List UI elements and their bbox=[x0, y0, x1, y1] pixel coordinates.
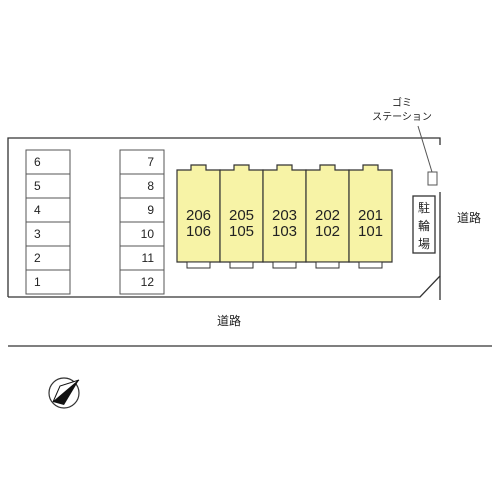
unit-balcony bbox=[229, 261, 254, 269]
left-slot-label: 5 bbox=[34, 179, 41, 193]
right-slot-label: 7 bbox=[147, 155, 154, 169]
bicycle-parking-char-2: 輪 bbox=[418, 218, 430, 233]
garbage-station-label-2: ステーション bbox=[372, 112, 432, 123]
unit-number-upper: 203 bbox=[272, 207, 297, 224]
unit-balcony bbox=[358, 261, 383, 269]
unit-number-upper: 206 bbox=[186, 207, 211, 224]
right-slot-label: 8 bbox=[147, 179, 154, 193]
left-slot-5 bbox=[25, 173, 71, 199]
left-slot-label: 3 bbox=[34, 227, 41, 241]
road-label-east: 道路 bbox=[457, 210, 481, 225]
garbage-station-box bbox=[427, 171, 438, 186]
unit-number-upper: 205 bbox=[229, 207, 254, 224]
unit-number-upper: 202 bbox=[315, 207, 340, 224]
unit-number-lower: 105 bbox=[229, 223, 254, 240]
right-slot-9 bbox=[119, 197, 165, 223]
road-label-south: 道路 bbox=[217, 313, 241, 328]
unit-number-lower: 102 bbox=[315, 223, 340, 240]
parking-column-left: 6 5 4 3 2 1 bbox=[25, 149, 71, 295]
garbage-station-label-1: ゴミ bbox=[392, 96, 412, 109]
bicycle-parking-char-3: 場 bbox=[418, 237, 430, 251]
unit-balcony bbox=[186, 261, 211, 269]
unit-number-lower: 106 bbox=[186, 223, 211, 240]
unit-number-upper: 201 bbox=[358, 207, 383, 224]
parking-column-right: 7 8 9 10 11 12 bbox=[119, 149, 165, 295]
left-slot-1 bbox=[25, 269, 71, 295]
right-slot-7 bbox=[119, 149, 165, 175]
right-slot-label: 11 bbox=[142, 251, 155, 265]
left-slot-label: 1 bbox=[34, 275, 41, 289]
north-arrow-icon bbox=[48, 377, 80, 409]
right-slot-10 bbox=[119, 221, 165, 247]
left-slot-label: 6 bbox=[34, 155, 41, 169]
right-slot-label: 12 bbox=[141, 275, 155, 289]
right-slot-12 bbox=[119, 269, 165, 295]
bicycle-parking-char-1: 駐 bbox=[418, 200, 430, 215]
unit-balcony bbox=[315, 261, 340, 269]
unit-balcony bbox=[272, 261, 297, 269]
lot-boundary-bottom bbox=[8, 192, 441, 298]
right-slot-label: 10 bbox=[141, 227, 155, 241]
left-slot-6 bbox=[25, 149, 71, 175]
lot-boundary bbox=[7, 137, 441, 297]
left-slot-label: 4 bbox=[34, 203, 41, 217]
bicycle-parking-box bbox=[412, 195, 436, 254]
right-slot-8 bbox=[119, 173, 165, 199]
unit-number-lower: 103 bbox=[272, 223, 297, 240]
left-slot-label: 2 bbox=[34, 251, 41, 265]
unit-number-lower: 101 bbox=[358, 223, 383, 240]
left-slot-4 bbox=[25, 197, 71, 223]
left-slot-2 bbox=[25, 245, 71, 271]
right-slot-label: 9 bbox=[147, 203, 154, 217]
garbage-station-leader bbox=[417, 125, 433, 173]
left-slot-3 bbox=[25, 221, 71, 247]
